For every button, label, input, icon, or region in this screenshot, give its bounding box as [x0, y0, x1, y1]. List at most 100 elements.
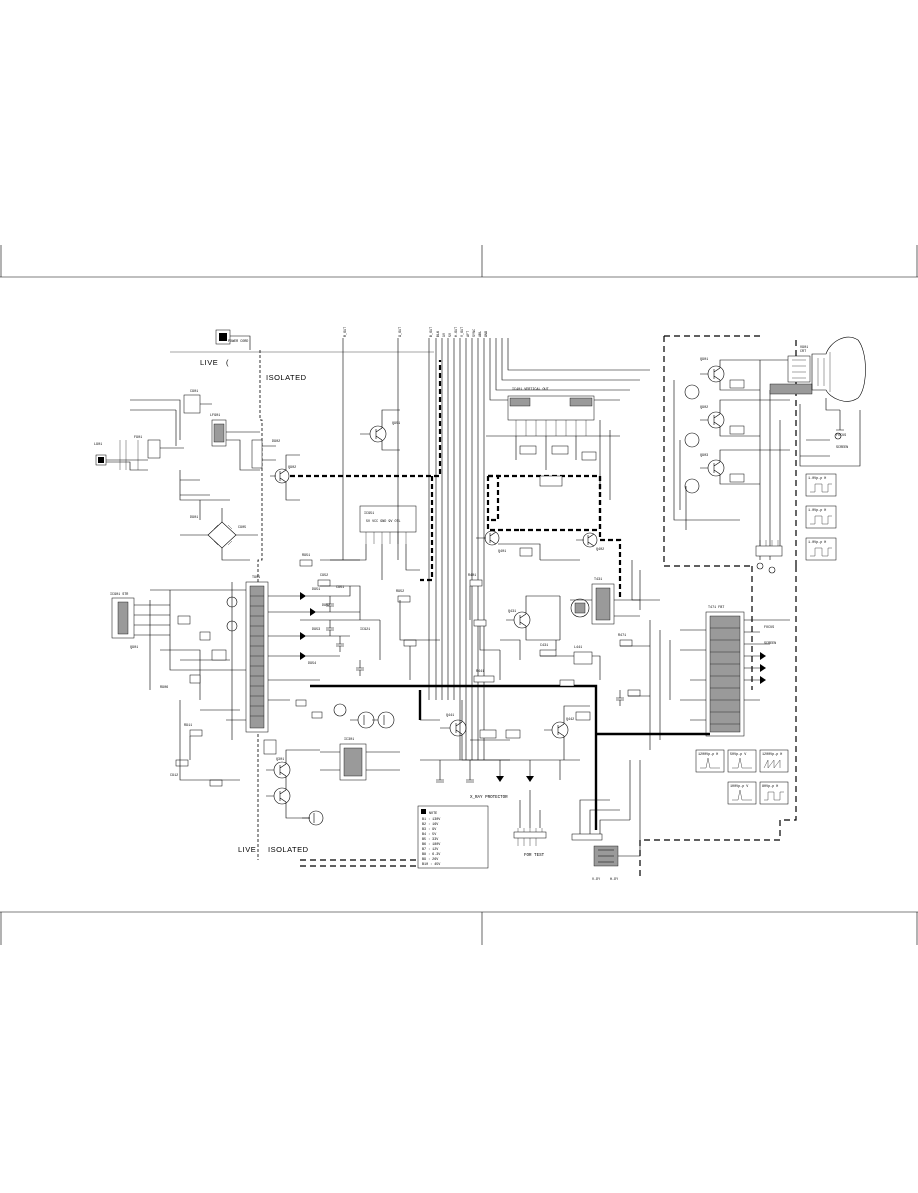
svg-text:V901: V901: [800, 346, 808, 350]
svg-text:Q441: Q441: [446, 714, 454, 718]
regulator-ic-upper: IC951 5V VCC GND 9V OTL Q951: [330, 409, 420, 580]
waveform-box-8: 80Vp-p H: [759, 781, 789, 805]
conn-label-5v: 5V: [449, 332, 453, 337]
svg-text:C912: C912: [170, 774, 178, 778]
note-line-5: B5 : 33V: [422, 838, 439, 842]
deflection-ic-region: IC401 VERTICAL OUT: [486, 388, 620, 500]
svg-text:C952: C952: [320, 574, 328, 578]
svg-text:Q901: Q901: [130, 646, 138, 650]
svg-text:D954: D954: [308, 662, 316, 666]
note-box: NOTE B1 : 130V B2 : 16V B3 : 9V B4 : 5V …: [417, 805, 489, 869]
svg-text:C901: C901: [190, 390, 198, 394]
note-line-6: B6 : 180V: [422, 843, 441, 847]
svg-text:R952: R952: [396, 590, 404, 594]
crt-socket-strip: [769, 355, 813, 395]
misc-components: [175, 559, 660, 787]
waveform-box-3: 1.0Vp-p H: [805, 537, 837, 561]
connector-label-group: R_OUT G_OUT B_OUT BLK 9V 5V H.OUT V_OUT …: [344, 327, 489, 337]
svg-text:D901: D901: [190, 516, 198, 520]
svg-text:F901: F901: [134, 436, 142, 440]
conn-label-b-out: B_OUT: [430, 327, 434, 337]
live-label-top: LIVE: [200, 358, 218, 367]
conn-label-gnd: GND: [485, 331, 489, 337]
svg-text:T471 FBT: T471 FBT: [708, 606, 724, 610]
note-line-7: B7 : 12V: [422, 848, 439, 852]
svg-text:D951: D951: [312, 588, 320, 592]
component-ref-labels: R951 C952 R952 R401 C431 R471 R911 C912 …: [170, 554, 626, 778]
svg-text:Q951: Q951: [392, 422, 400, 426]
isolation-boundary: LIVE ( ISOLATED LIVE ISOLATED: [170, 350, 434, 860]
focus-label: FOCUS: [836, 434, 846, 438]
note-title: NOTE: [429, 812, 437, 816]
svg-text:R911: R911: [184, 724, 192, 728]
crt-board-boundary: [639, 335, 797, 880]
svg-text:R906: R906: [160, 686, 168, 690]
waveform-4-label: 1200Vp-p H: [698, 753, 718, 757]
svg-text:H-DY: H-DY: [610, 878, 618, 882]
waveform-7-label: 100Vp-p V: [730, 785, 749, 789]
note-line-3: B3 : 9V: [422, 828, 437, 832]
svg-text:Q902: Q902: [700, 406, 708, 410]
waveform-8-label: 80Vp-p H: [762, 785, 778, 789]
top-connector-bus: R_OUT G_OUT B_OUT BLK 9V 5V H.OUT V_OUT …: [342, 327, 650, 760]
svg-text:R951: R951: [302, 554, 310, 558]
svg-text:Q301: Q301: [276, 758, 284, 762]
isolated-label-top: ISOLATED: [266, 373, 307, 382]
switching-transformer: T901: [226, 576, 320, 740]
waveform-box-5: 50Vp-p V: [727, 749, 757, 773]
conn-label-abl: ABL: [479, 331, 483, 337]
note-line-2: B2 : 16V: [422, 823, 439, 827]
crt-tube: V901 CRT FOCUS SCREEN: [799, 336, 866, 467]
lower-dashed-lines: [300, 859, 440, 867]
waveform-box-6: 1200Vp-p H: [759, 749, 789, 773]
screen-label: SCREEN: [836, 446, 848, 450]
svg-text:T431: T431: [594, 578, 602, 582]
waveform-5-label: 50Vp-p V: [730, 753, 747, 757]
test-connector: FOR TEST: [513, 790, 547, 858]
waveform-2-label: 1.0Vp-p H: [808, 509, 826, 513]
svg-text:R441: R441: [476, 670, 484, 674]
svg-text:C905: C905: [238, 526, 246, 530]
svg-text:IC921: IC921: [360, 628, 370, 632]
flyback-transformer: T471 FBT FOCUS SCREEN: [649, 606, 790, 750]
svg-text:Q431: Q431: [508, 610, 516, 614]
for-test-label: FOR TEST: [524, 854, 545, 858]
svg-text:T901: T901: [252, 576, 260, 580]
waveform-box-4: 1200Vp-p H: [695, 749, 725, 773]
svg-text:Q402: Q402: [596, 548, 604, 552]
svg-text:POWER CORD: POWER CORD: [228, 340, 248, 344]
h-output-stage: Q441 Q442: [420, 700, 591, 761]
thick-wiring: [310, 684, 710, 830]
conn-label-v-out: V_OUT: [461, 327, 465, 337]
vertical-output-stage: IC301 Q301: [263, 703, 400, 826]
svg-text:SCREEN: SCREEN: [764, 642, 776, 646]
svg-text:IC901 STR: IC901 STR: [110, 593, 128, 597]
ac-input-section: POWER CORD L901 F901 LF901 C901: [94, 329, 260, 520]
xray-protector: X_RAY PROTECTOR: [420, 759, 580, 800]
note-line-4: B4 : 5V: [422, 833, 437, 837]
svg-text:Q902: Q902: [288, 466, 296, 470]
svg-text:Q401: Q401: [498, 550, 506, 554]
waveform-3-label: 1.0Vp-p H: [808, 541, 826, 545]
waveform-box-2: 1.0Vp-p H: [805, 505, 837, 529]
conn-label-sync: SYNC: [473, 329, 477, 337]
note-line-9: B9 : 26V: [422, 858, 439, 862]
waveform-6-label: 1200Vp-p H: [762, 753, 782, 757]
conn-label-g-out: G_OUT: [399, 327, 403, 337]
svg-text:FOCUS: FOCUS: [764, 626, 774, 630]
bridge-rectifier: D901 C905: [180, 508, 258, 561]
conn-label-aft: AFT: [467, 331, 471, 337]
svg-text:IC401 VERTICAL OUT: IC401 VERTICAL OUT: [512, 388, 549, 392]
svg-text:(: (: [226, 358, 229, 367]
svg-text:LF901: LF901: [210, 414, 220, 418]
svg-text:IC951: IC951: [364, 512, 374, 516]
svg-text:R471: R471: [618, 634, 626, 638]
svg-text:D952: D952: [322, 604, 330, 608]
conn-label-h-out: H.OUT: [455, 327, 459, 337]
power-regulator-block: IC901 STR Q901 R906: [110, 589, 250, 700]
svg-text:Q442: Q442: [566, 718, 574, 722]
svg-text:V-DY: V-DY: [592, 878, 600, 882]
svg-text:L901: L901: [94, 443, 102, 447]
